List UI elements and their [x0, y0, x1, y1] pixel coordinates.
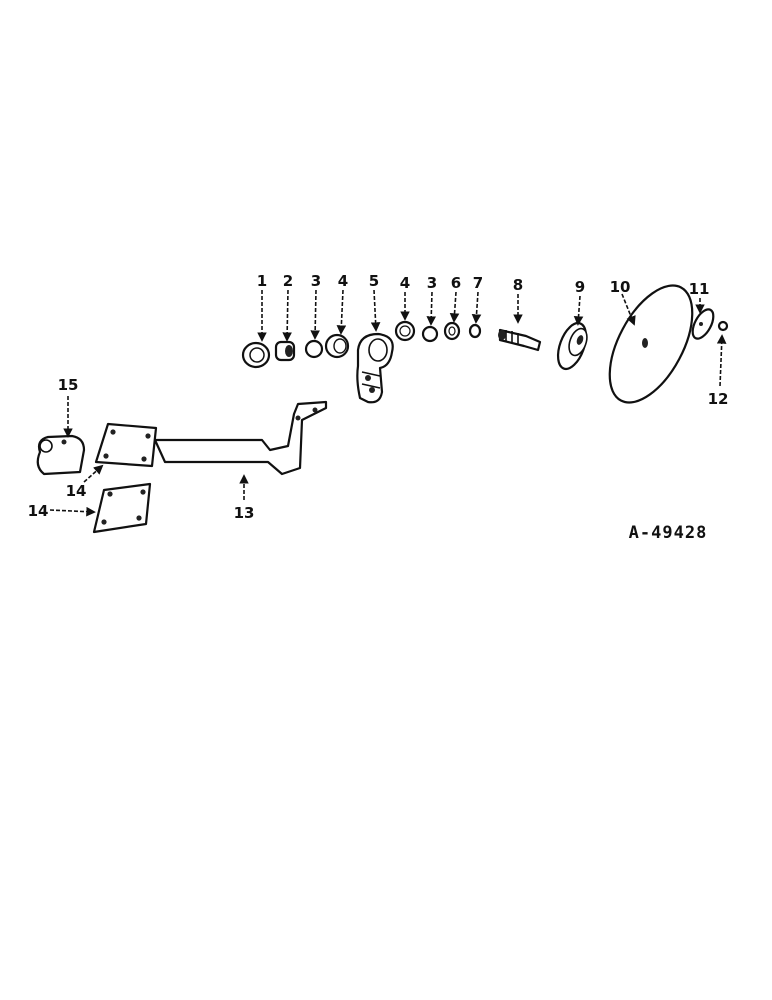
part-10-disc-blade — [608, 284, 694, 404]
part-14-plate-upper — [94, 422, 158, 468]
part-3-ring — [304, 339, 324, 359]
part-2-bushing — [274, 340, 296, 362]
leader-arrows — [49, 289, 727, 517]
callout-11: 11 — [689, 280, 710, 298]
callout-labels: 1 2 3 4 5 4 3 6 7 8 9 10 11 12 13 14 14 … — [28, 272, 729, 522]
callout-1: 1 — [257, 272, 267, 290]
callout-15: 15 — [58, 376, 79, 394]
part-11-washer-plate — [691, 308, 715, 340]
part-15-clamp — [36, 434, 86, 476]
callout-4-second: 4 — [400, 274, 410, 292]
part-4-cup-second — [394, 320, 416, 342]
callout-10: 10 — [610, 278, 631, 296]
part-7-small-washer — [468, 323, 482, 339]
part-4-cup — [324, 333, 350, 359]
callout-2: 2 — [283, 272, 293, 290]
callout-7: 7 — [473, 274, 483, 292]
part-13-standard — [153, 400, 328, 476]
callout-3-second: 3 — [427, 274, 437, 292]
callout-13: 13 — [234, 504, 255, 522]
callout-5: 5 — [369, 272, 379, 290]
part-8-spindle — [498, 328, 542, 352]
part-5-hanger-housing — [356, 332, 394, 404]
callout-4: 4 — [338, 272, 348, 290]
callout-14-upper: 14 — [66, 482, 87, 500]
callout-12: 12 — [708, 390, 729, 408]
part-1-ring — [241, 341, 271, 369]
part-6-washer — [443, 321, 461, 341]
part-14-plate-lower — [92, 482, 152, 534]
callout-6: 6 — [451, 274, 461, 292]
part-9-hub — [556, 321, 588, 371]
callout-8: 8 — [513, 276, 523, 294]
callout-3: 3 — [311, 272, 321, 290]
part-12-nut — [717, 320, 729, 332]
drawing-number: A-49428 — [629, 523, 708, 543]
callout-9: 9 — [575, 278, 585, 296]
callout-14-lower: 14 — [28, 502, 49, 520]
part-3-ring-second — [421, 325, 439, 343]
